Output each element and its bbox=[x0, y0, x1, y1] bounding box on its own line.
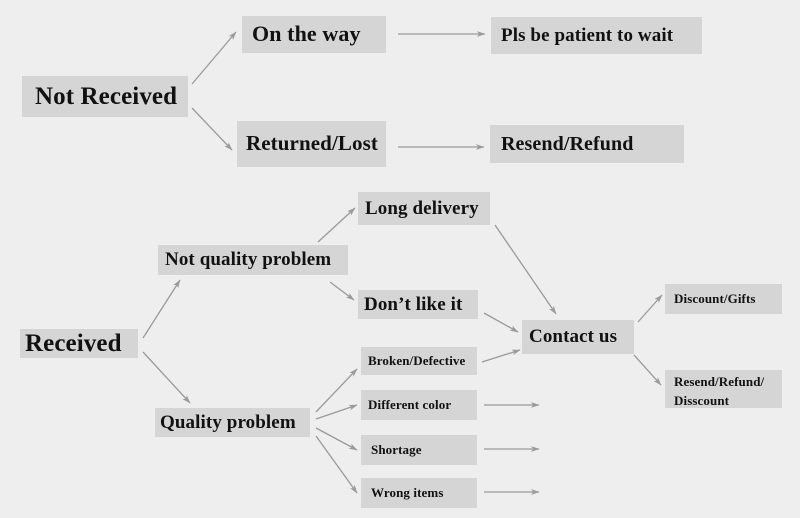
edge-not-quality-problem-to-dont-like-it bbox=[329, 281, 355, 301]
edge-broken-defective-to-contact-us bbox=[481, 349, 521, 363]
node-quality-problem[interactable]: Quality problem bbox=[155, 408, 310, 437]
node-contact-us[interactable]: Contact us bbox=[522, 320, 634, 354]
node-long-delivery[interactable]: Long delivery bbox=[358, 192, 490, 225]
node-not-quality-problem[interactable]: Not quality problem bbox=[158, 245, 348, 275]
edge-quality-problem-to-wrong-items bbox=[315, 435, 358, 494]
edge-quality-problem-to-different-color bbox=[315, 404, 358, 420]
edge-received-to-not-quality-problem bbox=[142, 279, 181, 339]
node-on-the-way[interactable]: On the way bbox=[242, 16, 386, 53]
edge-not-quality-problem-to-long-delivery bbox=[317, 207, 356, 243]
node-wrong-items[interactable]: Wrong items bbox=[361, 478, 477, 508]
edge-contact-us-to-discount-gifts bbox=[637, 294, 663, 323]
node-pls-be-patient-to-wait[interactable]: Pls be patient to wait bbox=[491, 17, 702, 54]
node-dont-like-it[interactable]: Don’t like it bbox=[358, 290, 478, 319]
node-returned-lost[interactable]: Returned/Lost bbox=[237, 121, 386, 167]
node-broken-defective[interactable]: Broken/Defective bbox=[361, 347, 477, 375]
edge-contact-us-to-resend-refund-disscount bbox=[633, 354, 662, 386]
edge-quality-problem-to-broken-defective bbox=[315, 368, 358, 413]
edge-dont-like-it-to-contact-us bbox=[483, 312, 519, 333]
edge-received-to-quality-problem bbox=[142, 351, 191, 404]
node-shortage[interactable]: Shortage bbox=[361, 435, 477, 465]
node-not-received[interactable]: Not Received bbox=[22, 76, 188, 117]
node-resend-refund-disscount[interactable]: Resend/Refund/ Disscount bbox=[665, 370, 782, 408]
edge-not-received-to-on-the-way bbox=[191, 31, 237, 85]
node-resend-refund[interactable]: Resend/Refund bbox=[490, 125, 684, 163]
edge-quality-problem-to-shortage bbox=[315, 427, 358, 451]
edge-not-received-to-returned-lost bbox=[191, 107, 233, 151]
edge-long-delivery-to-contact-us bbox=[494, 224, 557, 315]
node-different-color[interactable]: Different color bbox=[361, 390, 477, 420]
node-received[interactable]: Received bbox=[20, 329, 138, 358]
node-discount-gifts[interactable]: Discount/Gifts bbox=[665, 284, 782, 314]
